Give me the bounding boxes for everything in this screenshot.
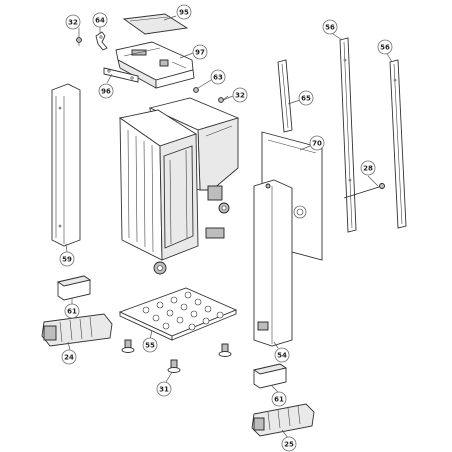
part-59-left-panel	[51, 83, 81, 247]
callout-96: 96	[98, 83, 114, 99]
callout-28: 28	[360, 160, 376, 176]
callout-32-top-label: 32	[68, 19, 78, 27]
callout-64-label: 64	[95, 17, 105, 25]
part-64-hinge	[95, 31, 108, 51]
part-32-screw-top	[76, 37, 82, 46]
stove-main-frame	[118, 109, 225, 275]
part-31-foot-1	[121, 339, 135, 353]
part-96-bracket	[103, 67, 139, 83]
callout-54-label: 54	[277, 352, 287, 360]
part-63-screw	[193, 87, 199, 93]
callout-32-right-label: 32	[235, 92, 245, 100]
callout-56-right: 56	[377, 39, 393, 55]
callout-54: 54	[274, 347, 290, 363]
callout-28-label: 28	[363, 165, 373, 173]
callout-95-label: 95	[179, 9, 189, 17]
callout-61-left: 61	[64, 303, 80, 319]
part-56-rail-right	[389, 59, 407, 229]
part-95-top-plate	[122, 13, 189, 35]
callout-95: 95	[176, 4, 192, 20]
callout-65: 65	[298, 90, 314, 106]
callout-97-label: 97	[195, 49, 205, 57]
part-28-sensor	[343, 183, 385, 199]
callout-55-label: 55	[145, 342, 155, 350]
part-97-burner-block	[115, 41, 195, 89]
callout-63: 63	[210, 69, 226, 85]
callout-25: 25	[281, 436, 297, 452]
part-25-fan-right	[251, 403, 315, 437]
part-61-box-left	[56, 275, 92, 301]
callout-31: 31	[156, 381, 172, 397]
callout-63-label: 63	[213, 74, 223, 82]
callout-59-label: 59	[62, 256, 72, 264]
part-31-foot-3	[167, 359, 181, 373]
part-54-front-panel	[253, 179, 293, 347]
part-24-fan-left	[41, 313, 113, 347]
part-61-box-right	[252, 363, 288, 389]
callout-65-label: 65	[301, 95, 311, 103]
callout-24-label: 24	[64, 354, 74, 362]
part-31-foot-2	[218, 343, 232, 357]
callout-70-label: 70	[312, 140, 322, 148]
callout-31-label: 31	[159, 386, 169, 394]
callout-24: 24	[61, 349, 77, 365]
callout-61-right-label: 61	[274, 396, 284, 404]
callout-32-right: 32	[232, 87, 248, 103]
callout-56-right-label: 56	[380, 44, 390, 52]
callout-70: 70	[309, 135, 325, 151]
callout-25-label: 25	[284, 441, 294, 449]
callout-55: 55	[142, 337, 158, 353]
callout-56-left-label: 56	[325, 24, 335, 32]
callout-61-left-label: 61	[67, 308, 77, 316]
callout-96-label: 96	[101, 88, 111, 96]
callout-64: 64	[92, 12, 108, 28]
leader-lines	[65, 15, 393, 439]
callout-56-left: 56	[322, 19, 338, 35]
part-56-rail-left	[339, 37, 357, 233]
callout-59: 59	[59, 251, 75, 267]
callout-97: 97	[192, 44, 208, 60]
part-55-grid-tray	[118, 287, 238, 341]
callout-32-top: 32	[65, 14, 81, 30]
part-65-strip	[277, 59, 293, 133]
callout-61-right: 61	[271, 391, 287, 407]
part-32-screw-right	[218, 95, 229, 103]
